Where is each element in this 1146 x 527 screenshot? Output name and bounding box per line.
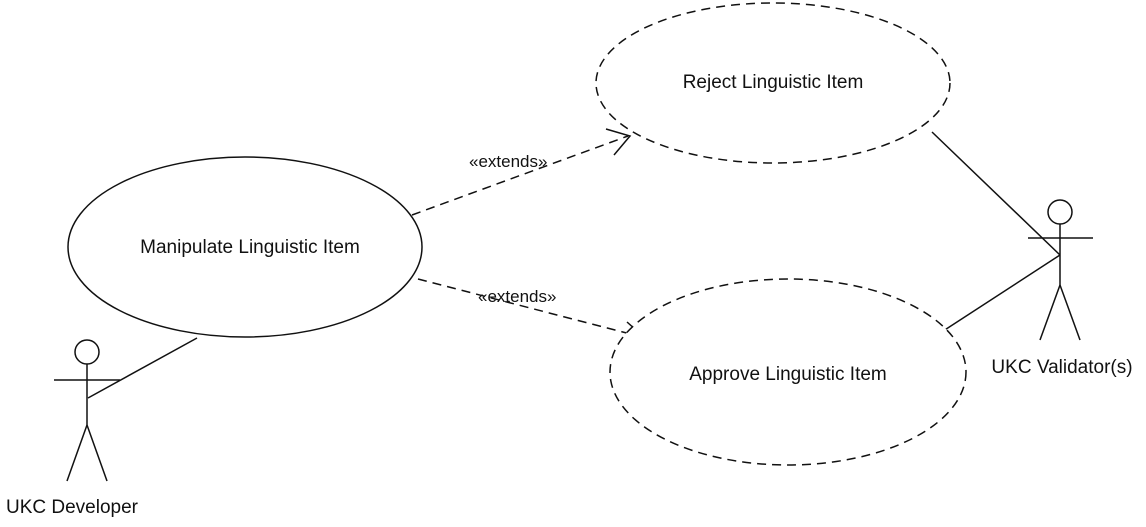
- association-developer-manipulate: [87, 337, 198, 399]
- use-case-manipulate[interactable]: Manipulate Linguistic Item: [67, 156, 423, 338]
- actor-validator[interactable]: UKC Validator(s): [991, 199, 1133, 378]
- actor-developer[interactable]: UKC Developer: [6, 339, 139, 518]
- actor-developer-label: UKC Developer: [6, 497, 139, 518]
- use-case-reject[interactable]: Reject Linguistic Item: [595, 2, 951, 164]
- use-case-approve[interactable]: Approve Linguistic Item: [609, 278, 967, 466]
- actor-validator-label: UKC Validator(s): [991, 357, 1132, 378]
- use-case-reject-label: Reject Linguistic Item: [683, 72, 864, 93]
- use-case-approve-label: Approve Linguistic Item: [689, 364, 887, 385]
- extends-label-approve: «extends»: [478, 287, 556, 306]
- association-validator-reject: [931, 131, 1061, 256]
- actor-validator-figure-icon: [1028, 199, 1093, 341]
- extends-relation-reject: [411, 128, 632, 216]
- actor-developer-figure-icon: [54, 339, 120, 482]
- use-case-manipulate-label: Manipulate Linguistic Item: [140, 237, 360, 258]
- association-validator-approve: [936, 254, 1061, 336]
- extends-label-reject: «extends»: [469, 152, 547, 171]
